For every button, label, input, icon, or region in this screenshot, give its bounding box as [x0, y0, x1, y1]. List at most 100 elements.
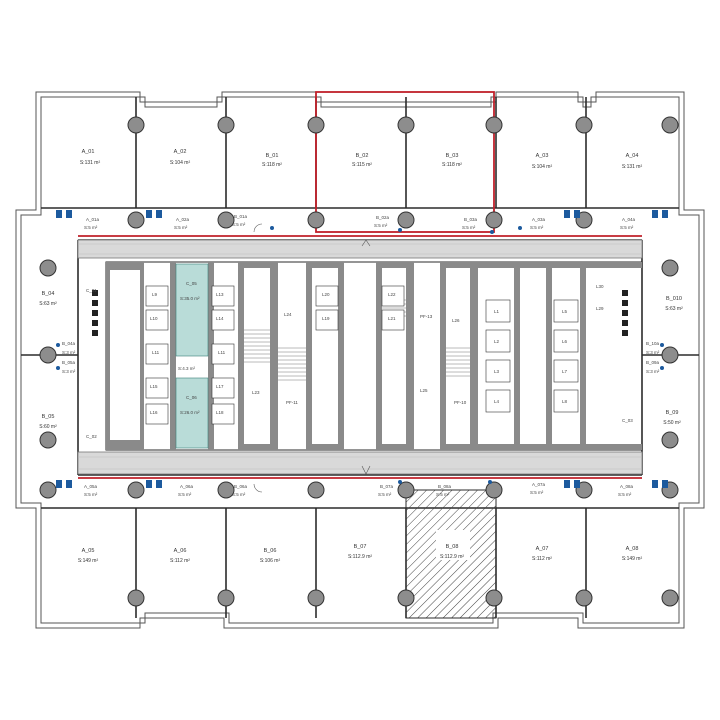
- corridor-bottom: [77, 451, 643, 475]
- svg-text:A_01: A_01: [82, 149, 95, 155]
- svg-text:L9: L9: [152, 292, 158, 297]
- svg-text:A_01a: A_01a: [86, 217, 100, 222]
- svg-text:S:4.3 m²: S:4.3 m²: [178, 366, 196, 371]
- svg-text:S:50 m²: S:50 m²: [663, 420, 681, 426]
- svg-text:L4: L4: [494, 399, 500, 404]
- svg-text:B_05: B_05: [42, 414, 55, 420]
- svg-text:L10: L10: [150, 316, 158, 321]
- svg-text:S:104 m²: S:104 m²: [170, 160, 191, 166]
- svg-text:S:63 m²: S:63 m²: [665, 306, 683, 312]
- structural-columns: [39, 116, 679, 607]
- svg-text:S:112.9 m²: S:112.9 m²: [440, 554, 464, 560]
- svg-text:L11: L11: [152, 350, 160, 355]
- room-label-b08: B_08 S:112.9 m²: [440, 544, 464, 560]
- svg-text:B_010: B_010: [666, 296, 682, 302]
- svg-text:L18: L18: [216, 410, 224, 415]
- svg-text:C_01: C_01: [86, 288, 97, 293]
- room-label-b06: B_06 S:106 m²: [260, 548, 281, 564]
- room-label-a08: A_08 S:149 m²: [622, 546, 643, 562]
- room-label-b09: B_09 S:50 m²: [663, 410, 681, 426]
- svg-text:A_03a: A_03a: [532, 217, 546, 222]
- svg-text:A_07: A_07: [536, 546, 549, 552]
- svg-text:S:5 m²: S:5 m²: [620, 225, 634, 230]
- svg-text:L23: L23: [252, 390, 260, 395]
- wc-fixtures: [56, 210, 668, 488]
- svg-text:S:112 m²: S:112 m²: [532, 556, 552, 562]
- svg-text:S:118 m²: S:118 m²: [262, 162, 282, 168]
- svg-text:A_08: A_08: [626, 546, 639, 552]
- svg-text:B_03a: B_03a: [464, 217, 478, 222]
- svg-text:B_06a: B_06a: [234, 484, 248, 489]
- svg-text:S:5 m²: S:5 m²: [436, 492, 450, 497]
- svg-text:S:115 m²: S:115 m²: [352, 162, 372, 168]
- svg-text:A_06a: A_06a: [180, 484, 194, 489]
- svg-text:S:3 m²: S:3 m²: [62, 369, 76, 374]
- svg-text:B_03: B_03: [446, 153, 459, 159]
- svg-text:S:5 m²: S:5 m²: [84, 492, 98, 497]
- svg-text:L25: L25: [420, 388, 428, 393]
- svg-text:S:104 m²: S:104 m²: [532, 164, 553, 170]
- svg-text:S:26.0 m²: S:26.0 m²: [180, 410, 200, 415]
- svg-text:S:5 m²: S:5 m²: [378, 492, 392, 497]
- svg-text:A_05: A_05: [82, 548, 95, 554]
- partition-walls: [21, 97, 699, 618]
- room-label-a05: A_05 S:149 m²: [78, 548, 99, 564]
- svg-text:S:5 m²: S:5 m²: [462, 225, 476, 230]
- core-block: [92, 261, 643, 451]
- svg-text:PF-11: PF-11: [286, 400, 298, 405]
- svg-text:B_05a: B_05a: [62, 360, 76, 365]
- svg-text:C_05: C_05: [186, 281, 197, 286]
- corridor-top: [77, 239, 643, 259]
- svg-text:A_04: A_04: [626, 153, 639, 159]
- svg-text:S:131 m²: S:131 m²: [622, 164, 643, 170]
- svg-text:S:5 m²: S:5 m²: [232, 492, 246, 497]
- room-label-b010: B_010 S:63 m²: [665, 296, 683, 312]
- svg-text:B_08: B_08: [446, 544, 459, 550]
- svg-text:S:106 m²: S:106 m²: [260, 558, 281, 564]
- svg-text:S:5 m²: S:5 m²: [530, 225, 544, 230]
- svg-text:S:35.0 m²: S:35.0 m²: [180, 296, 200, 301]
- svg-text:S:5 m²: S:5 m²: [618, 492, 632, 497]
- svg-text:L24: L24: [284, 312, 292, 317]
- svg-text:B_02: B_02: [356, 153, 369, 159]
- room-label-a06: A_06 S:112 m²: [170, 548, 190, 564]
- door-markers: [253, 223, 371, 493]
- room-label-b01: B_01 S:118 m²: [262, 153, 282, 168]
- svg-text:L21: L21: [388, 316, 396, 321]
- room-label-a02: A_02 S:104 m²: [170, 149, 191, 166]
- highlight-selection: [78, 91, 642, 479]
- svg-text:B_10a: B_10a: [646, 341, 660, 346]
- svg-text:S:5 m²: S:5 m²: [174, 225, 188, 230]
- svg-text:S:63 m²: S:63 m²: [39, 301, 57, 307]
- svg-text:B_04a: B_04a: [62, 341, 76, 346]
- svg-text:L15: L15: [150, 384, 158, 389]
- svg-text:S:5 m²: S:5 m²: [178, 492, 192, 497]
- room-label-b02: B_02 S:115 m²: [352, 153, 372, 168]
- room-label-a03: A_03 S:104 m²: [532, 153, 553, 170]
- room-label-b04: B_04 S:63 m²: [39, 291, 57, 307]
- room-label-a07: A_07 S:112 m²: [532, 546, 552, 562]
- svg-text:L26: L26: [452, 318, 460, 323]
- svg-text:C_02: C_02: [86, 434, 97, 439]
- svg-text:L13: L13: [216, 292, 224, 297]
- svg-text:S:118 m²: S:118 m²: [442, 162, 462, 168]
- svg-text:S:5 m²: S:5 m²: [374, 223, 388, 228]
- svg-text:B_02a: B_02a: [376, 215, 390, 220]
- svg-text:L8: L8: [562, 399, 568, 404]
- svg-text:B_04: B_04: [42, 291, 55, 297]
- svg-text:B_08a: B_08a: [438, 484, 452, 489]
- svg-text:L1: L1: [494, 309, 500, 314]
- svg-text:A_02a: A_02a: [176, 217, 190, 222]
- svg-text:L6: L6: [562, 339, 568, 344]
- svg-text:S:112 m²: S:112 m²: [170, 558, 190, 564]
- svg-text:L2: L2: [494, 339, 500, 344]
- svg-text:L29: L29: [596, 306, 604, 311]
- svg-text:L16: L16: [150, 410, 158, 415]
- svg-text:A_04a: A_04a: [622, 217, 636, 222]
- svg-text:S:3 m²: S:3 m²: [62, 350, 76, 355]
- room-label-b07: B_07 S:112.9 m²: [348, 544, 372, 560]
- svg-text:L17: L17: [216, 384, 224, 389]
- room-label-a01: A_01 S:131 m²: [80, 149, 101, 166]
- room-label-b05: B_05 S:60 m²: [39, 414, 57, 430]
